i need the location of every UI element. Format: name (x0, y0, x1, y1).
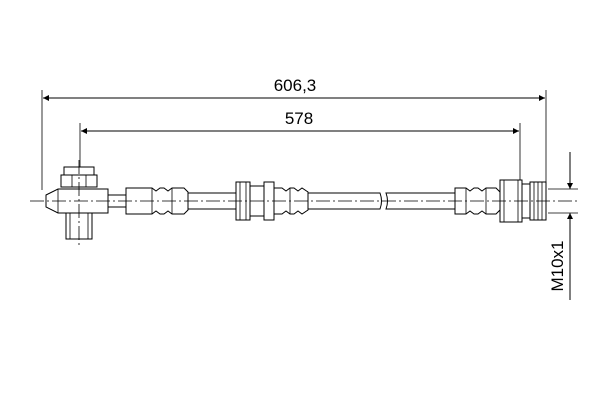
thread-dimension: M10x1 (548, 152, 578, 300)
overall-length-label: 606,3 (274, 76, 317, 95)
overall-length-dimension: 606,3 (41, 76, 547, 190)
hose-length-dimension: 578 (79, 109, 521, 185)
hose-segment-with-break (307, 192, 456, 210)
hose-length-label: 578 (285, 109, 313, 128)
thread-size-label: M10x1 (548, 240, 567, 291)
banjo-fitting (45, 166, 127, 240)
